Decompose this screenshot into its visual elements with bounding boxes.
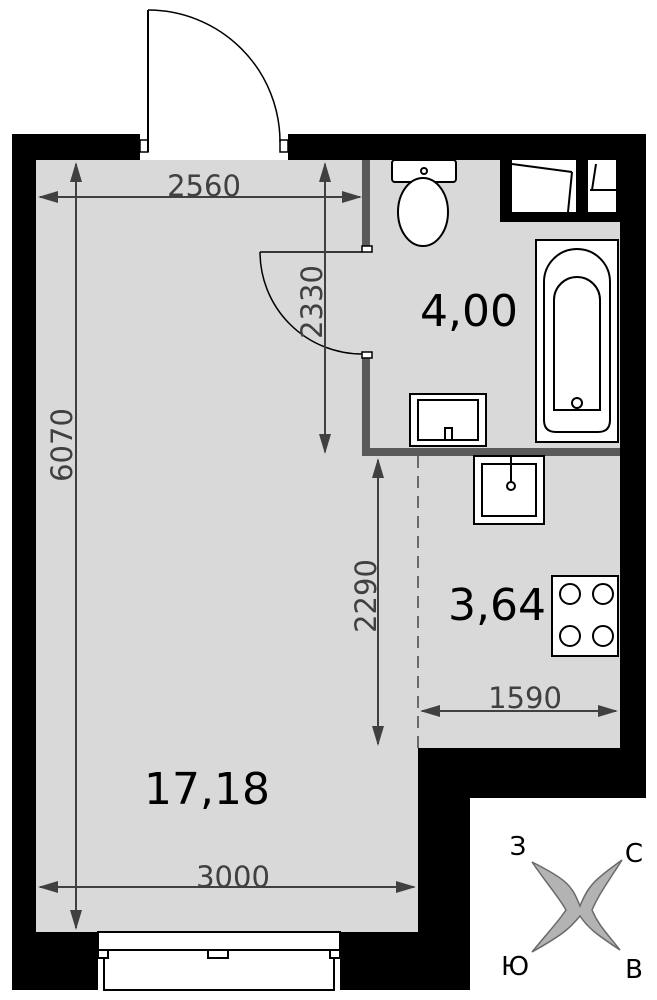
floor [36,160,620,932]
dimension-kitchen-width [420,705,618,717]
compass-east-label: В [625,955,643,985]
dimension-left-height [70,162,82,930]
stove [551,575,619,657]
area-kitchen: 3,64 [448,580,546,631]
compass-star [531,859,623,953]
bathroom-partitions [362,160,620,456]
dimension-bath-height [319,162,331,454]
bathtub [535,239,619,443]
label-bath-height: 2330 [295,265,329,339]
area-bath: 4,00 [420,286,518,337]
label-kitchen-width: 1590 [488,681,562,715]
ventilation-shaft [500,160,620,222]
label-kitchen-height: 2290 [349,559,383,633]
label-bottom-width: 3000 [196,860,270,894]
compass-south-label: Ю [501,952,529,982]
entrance-door [139,9,289,153]
toilet [391,159,457,247]
compass-north-label: С [625,839,643,869]
kitchen-sink [473,455,545,525]
area-main: 17,18 [144,764,270,815]
label-top-width: 2560 [167,169,241,203]
washbasin [409,393,487,447]
dimension-bottom-width [38,881,416,893]
bathroom-door [259,245,373,359]
label-left-height: 6070 [45,408,79,482]
outer-walls [12,134,646,990]
dimension-kitchen-height [372,458,384,746]
compass-west-label: З [510,832,527,862]
dimension-top-width [38,191,362,203]
window [97,931,341,991]
